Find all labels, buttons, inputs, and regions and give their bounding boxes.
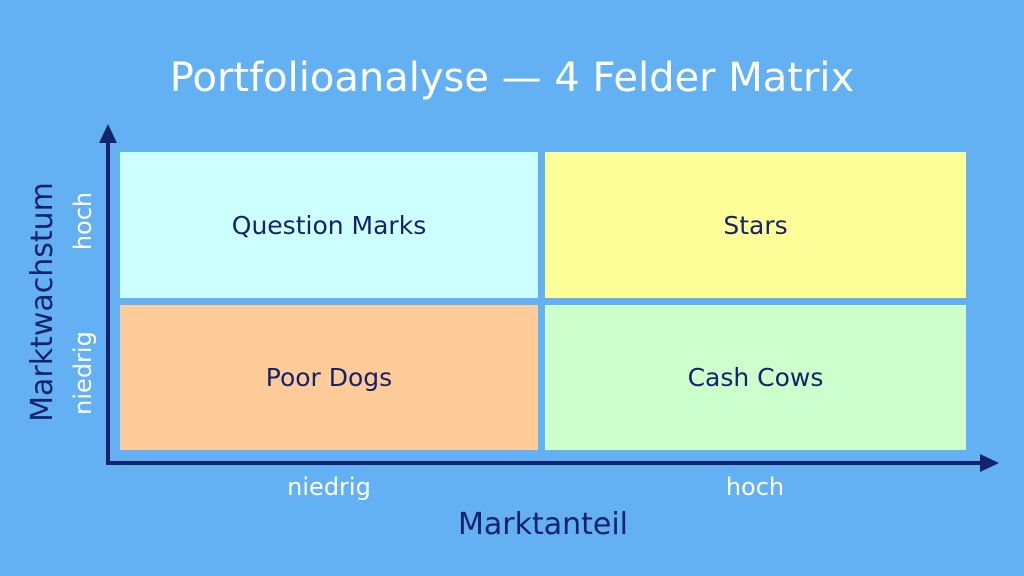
quadrant-stars: Stars xyxy=(545,152,966,298)
y-axis-arrow-icon xyxy=(99,124,117,143)
x-axis-label: Marktanteil xyxy=(457,507,629,542)
quadrant-question-marks: Question Marks xyxy=(120,152,538,298)
quadrant-cash-cows: Cash Cows xyxy=(545,305,966,450)
y-tick-low: niedrig xyxy=(69,331,97,415)
x-tick-low: niedrig xyxy=(287,473,371,501)
page-title: Portfolioanalyse — 4 Felder Matrix xyxy=(169,55,855,101)
quadrant-label: Poor Dogs xyxy=(265,363,393,392)
quadrant-label: Stars xyxy=(723,210,788,240)
quadrant-label: Question Marks xyxy=(231,210,427,240)
x-axis-arrow-icon xyxy=(980,454,999,472)
quadrant-label: Cash Cows xyxy=(687,363,824,392)
x-tick-high: hoch xyxy=(725,473,785,501)
y-axis-label: Marktwachstum xyxy=(25,182,60,422)
quadrant-poor-dogs: Poor Dogs xyxy=(120,305,538,450)
y-tick-high: hoch xyxy=(69,191,97,251)
